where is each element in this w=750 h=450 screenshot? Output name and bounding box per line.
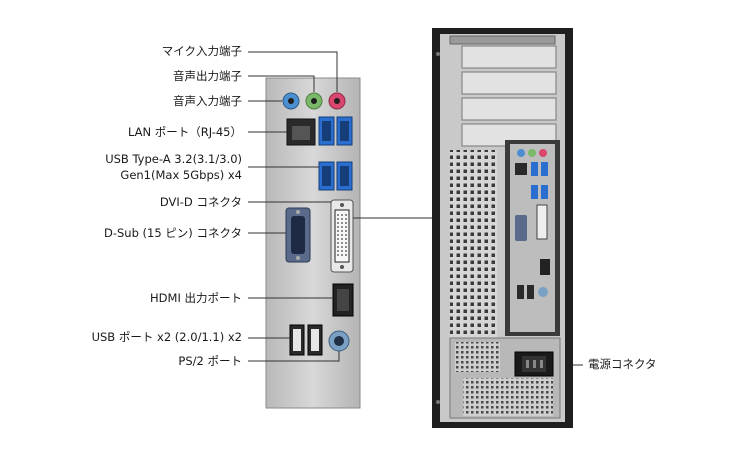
dvi-d-connector [330, 199, 354, 273]
pc-rear-view [432, 28, 573, 428]
label-usb-a-line2: Gen1(Max 5Gbps) x4 [120, 168, 242, 182]
mic-in-jack [328, 92, 346, 110]
label-lan: LAN ポート（RJ-45） [127, 125, 242, 139]
io-panel-closeup [265, 77, 361, 409]
label-hdmi: HDMI 出力ポート [150, 291, 242, 305]
leader-lines [248, 51, 583, 366]
label-dvi: DVI-D コネクタ [159, 195, 242, 209]
label-audio-out: 音声出力端子 [173, 69, 242, 83]
vent-grid [450, 150, 497, 340]
hdmi-port [332, 283, 354, 317]
psu-fan-vent [463, 378, 553, 416]
slot-cover-1 [461, 45, 557, 69]
ps2-port [328, 330, 350, 352]
power-connector [514, 351, 554, 377]
psu-vent-top [455, 342, 500, 372]
usb-2-ports [289, 324, 323, 356]
slot-cover-3 [461, 97, 557, 121]
label-usb2: USB ポート x2 (2.0/1.1) x2 [91, 330, 242, 344]
lan-port [286, 118, 316, 146]
label-usb-a-line1: USB Type-A 3.2(3.1/3.0) [105, 152, 242, 166]
audio-out-jack [305, 92, 323, 110]
label-ps2: PS/2 ポート [178, 354, 242, 368]
slot-cover-2 [461, 71, 557, 95]
d-sub-connector [285, 207, 311, 263]
audio-in-jack [282, 92, 300, 110]
label-dsub: D-Sub (15 ピン) コネクタ [103, 226, 242, 240]
label-mic-in: マイク入力端子 [161, 44, 242, 58]
label-power: 電源コネクタ [588, 357, 657, 371]
label-audio-in: 音声入力端子 [173, 94, 242, 108]
usb-a-3-2-ports [318, 116, 353, 191]
